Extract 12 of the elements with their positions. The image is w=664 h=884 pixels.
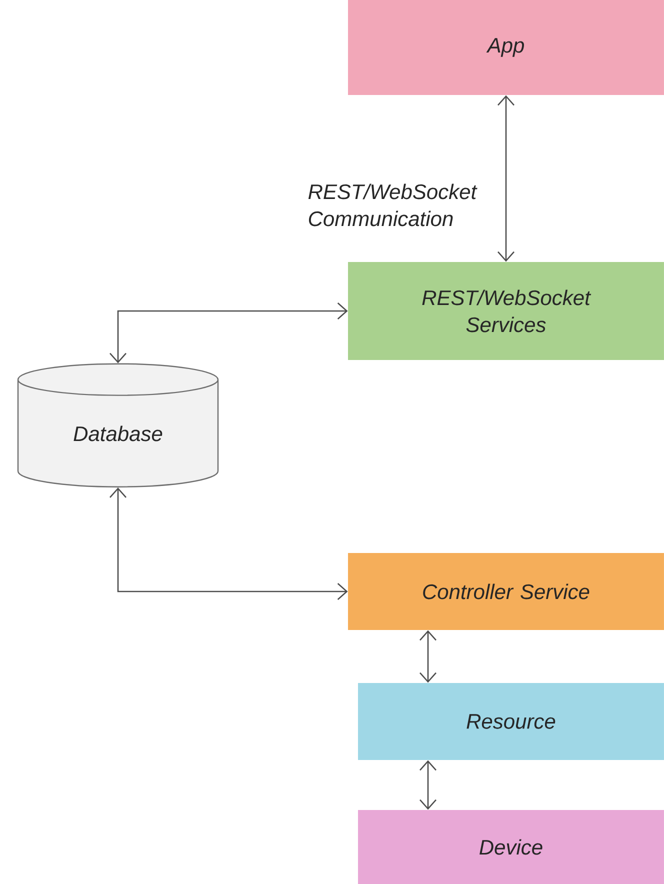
database-cylinder: Database [17, 363, 219, 488]
arrow [110, 302, 348, 364]
process-box: REST/WebSocket Services [348, 262, 664, 360]
arrow [110, 487, 348, 600]
edge-label: REST/WebSocket Communication [308, 184, 478, 226]
process-box: Device [358, 810, 664, 884]
process-box: App [348, 0, 664, 95]
arrow [420, 630, 436, 683]
arrow [498, 95, 514, 262]
process-box: Resource [358, 683, 664, 760]
process-box: Controller Service [348, 553, 664, 630]
arrow [420, 760, 436, 810]
